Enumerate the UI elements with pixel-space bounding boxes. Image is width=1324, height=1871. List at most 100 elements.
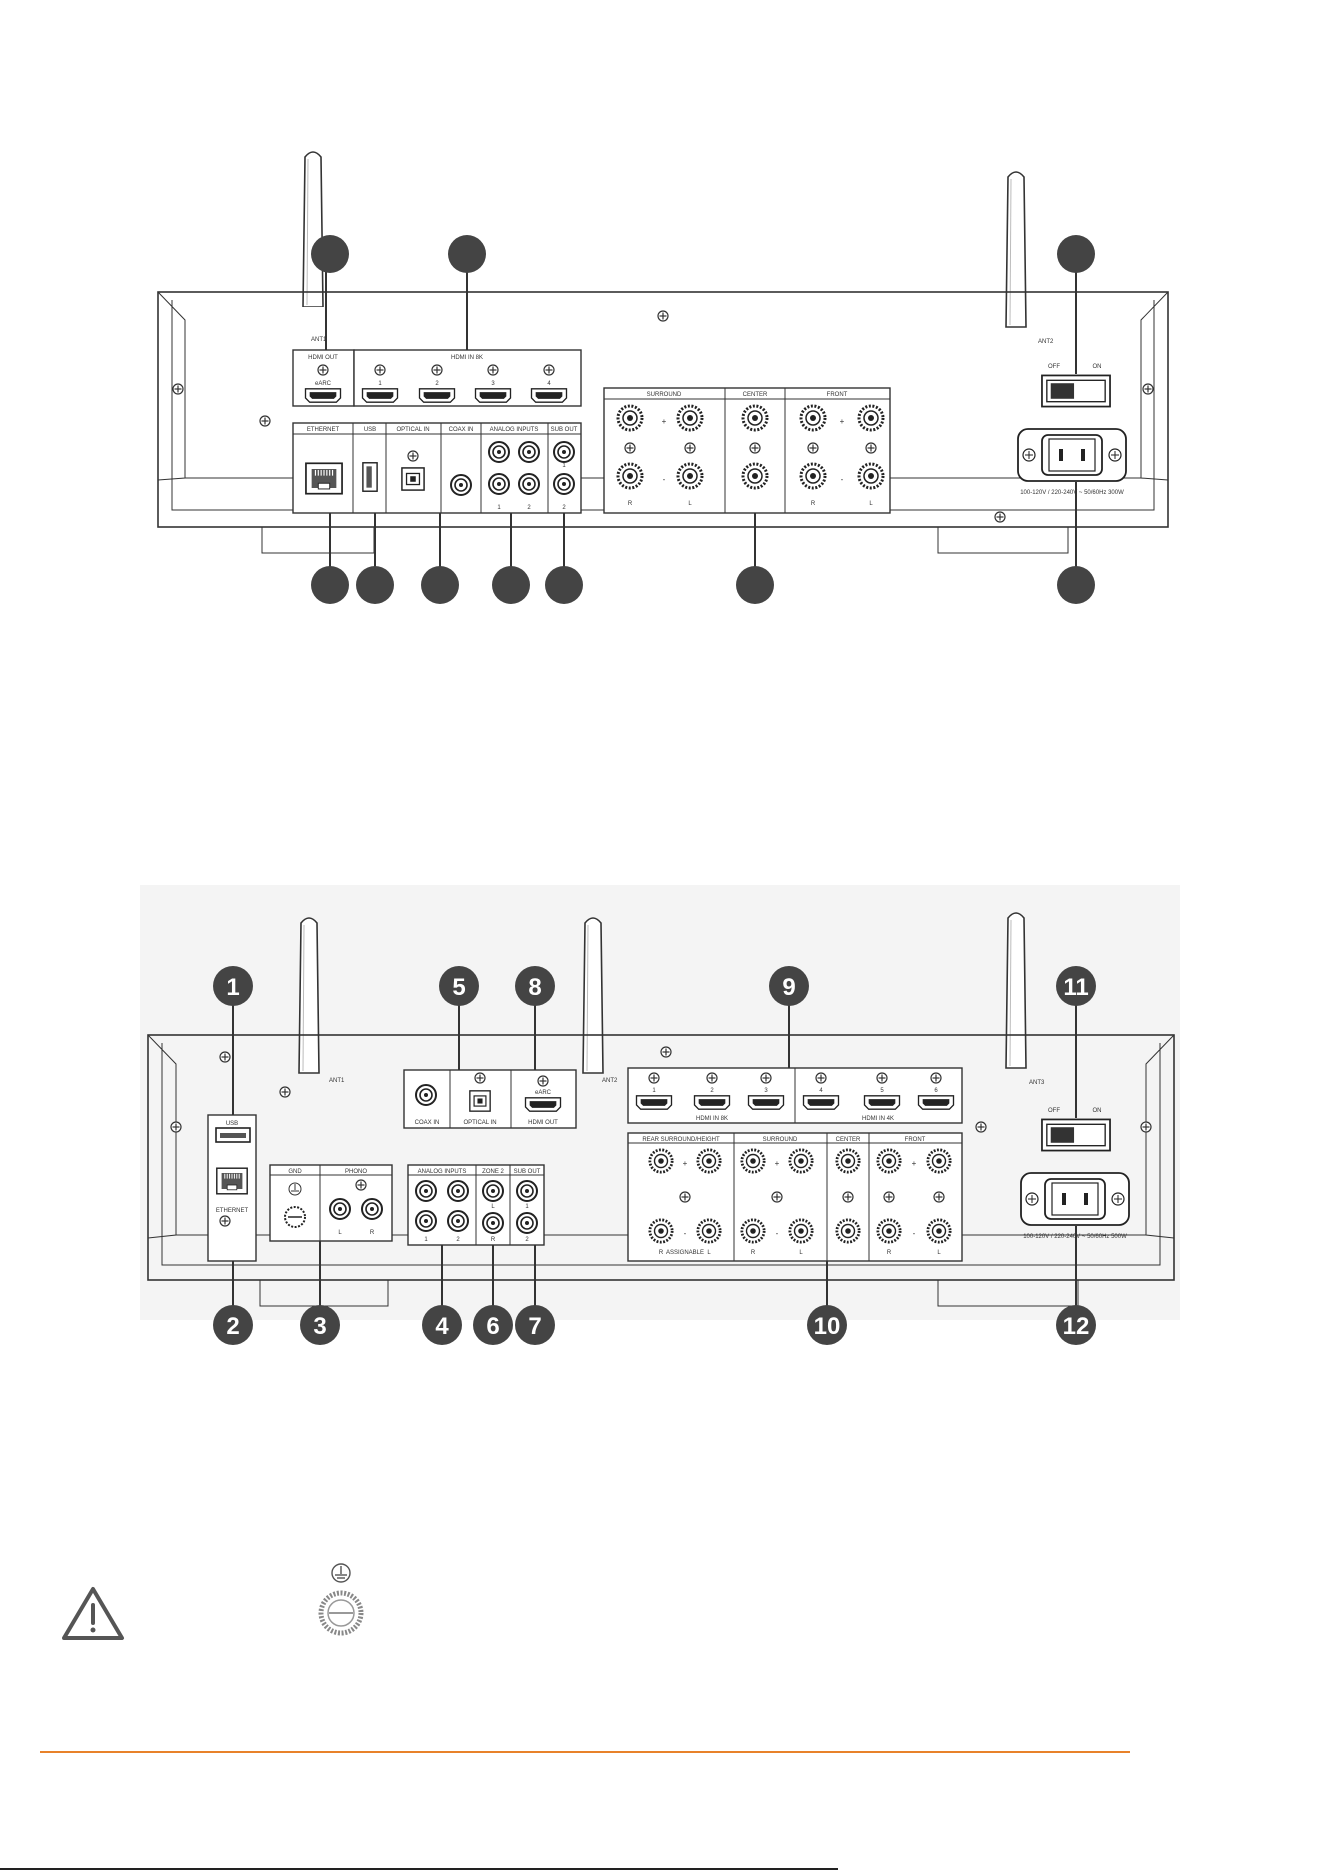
- binding-post-icon[interactable]: [696, 1148, 722, 1174]
- hdmi-port-icon[interactable]: [802, 1095, 840, 1110]
- optical-port-icon[interactable]: [401, 467, 425, 491]
- rca-jack-icon[interactable]: [447, 1210, 469, 1232]
- hdmi-port-icon[interactable]: [304, 388, 342, 403]
- binding-post-icon[interactable]: [696, 1218, 722, 1244]
- antenna-label: ANT3: [1029, 1080, 1045, 1086]
- chassis-outline: [147, 1034, 1175, 1281]
- rca-jack-icon[interactable]: [516, 1180, 538, 1202]
- ethernet-port-icon[interactable]: [216, 1167, 248, 1195]
- minus-sign: -: [684, 1229, 687, 1238]
- binding-post-icon[interactable]: [616, 462, 644, 490]
- hdmi-port-icon[interactable]: [863, 1095, 901, 1110]
- binding-post-icon[interactable]: [740, 1218, 766, 1244]
- binding-post-icon[interactable]: [648, 1148, 674, 1174]
- binding-post-icon[interactable]: [926, 1148, 952, 1174]
- usb-port-icon[interactable]: [362, 461, 378, 493]
- rca-jack-icon[interactable]: [482, 1212, 504, 1234]
- coax-port-icon[interactable]: [415, 1084, 437, 1106]
- rca-jack-icon[interactable]: [488, 441, 510, 463]
- hdmi-port-icon[interactable]: [747, 1095, 785, 1110]
- callout-9: 9: [769, 966, 809, 1006]
- binding-post-icon[interactable]: [616, 404, 644, 432]
- screw-icon: [648, 1072, 660, 1084]
- power-switch[interactable]: [1041, 1118, 1111, 1152]
- screw-icon: [219, 1051, 231, 1063]
- callout-6: 6: [473, 1305, 513, 1345]
- rca-jack-icon[interactable]: [553, 441, 575, 463]
- binding-post-icon[interactable]: [835, 1218, 861, 1244]
- binding-post-icon[interactable]: [676, 462, 704, 490]
- ethernet-port-icon[interactable]: [305, 462, 343, 495]
- rca-jack-icon[interactable]: [516, 1212, 538, 1234]
- rca-jack-icon[interactable]: [415, 1180, 437, 1202]
- binding-post-icon[interactable]: [876, 1218, 902, 1244]
- switch-on-label: ON: [1093, 364, 1102, 370]
- screw-icon: [975, 1121, 987, 1133]
- analog-sub-label: 1: [497, 505, 501, 511]
- screw-icon: [771, 1191, 783, 1203]
- phono-sub-label: R: [370, 1230, 375, 1236]
- rca-jack-icon[interactable]: [518, 441, 540, 463]
- optical-label: OPTICAL IN: [463, 1120, 496, 1126]
- screw-icon: [706, 1072, 718, 1084]
- binding-post-icon[interactable]: [857, 404, 885, 432]
- power-inlet-icon[interactable]: [1020, 1172, 1130, 1226]
- hdmi-port-icon[interactable]: [917, 1095, 955, 1110]
- rca-jack-icon[interactable]: [553, 473, 575, 495]
- hdmi-port-number: 2: [435, 381, 439, 387]
- hdmi-port-icon[interactable]: [635, 1095, 673, 1110]
- rca-jack-icon[interactable]: [488, 473, 510, 495]
- antenna-icon: [581, 916, 605, 1075]
- front-header: FRONT: [827, 392, 848, 398]
- hdmi-port-icon[interactable]: [524, 1097, 562, 1112]
- ethernet-label: ETHERNET: [216, 1208, 249, 1214]
- surround-sub-label: L: [799, 1250, 803, 1256]
- hdmi-port-number: 4: [819, 1088, 823, 1094]
- binding-post-icon[interactable]: [741, 404, 769, 432]
- rca-jack-icon[interactable]: [361, 1198, 383, 1220]
- power-inlet-icon[interactable]: [1017, 428, 1127, 482]
- ground-symbol-icon: [331, 1563, 351, 1583]
- minus-sign: -: [776, 1229, 779, 1238]
- callout-12: 12: [1056, 1305, 1096, 1345]
- sub-out-label: 1: [525, 1204, 529, 1210]
- callout-10: 10: [807, 1305, 847, 1345]
- antenna-icon: [297, 916, 321, 1075]
- rca-jack-icon[interactable]: [518, 473, 540, 495]
- callout-number: 3: [313, 1313, 326, 1340]
- callout-number: 7: [528, 1313, 541, 1340]
- binding-post-icon[interactable]: [857, 462, 885, 490]
- rca-jack-icon[interactable]: [447, 1180, 469, 1202]
- screw-icon: [374, 364, 386, 376]
- gnd-label: GND: [288, 1169, 302, 1175]
- rca-jack-icon[interactable]: [329, 1198, 351, 1220]
- analog-header: ANALOG INPUTS: [490, 427, 539, 433]
- binding-post-icon[interactable]: [876, 1148, 902, 1174]
- binding-post-icon[interactable]: [835, 1148, 861, 1174]
- hdmi-port-icon[interactable]: [530, 388, 568, 403]
- hdmi-port-icon[interactable]: [693, 1095, 731, 1110]
- callout-marker: [356, 566, 394, 604]
- callout-4: 4: [422, 1305, 462, 1345]
- binding-post-icon[interactable]: [741, 462, 769, 490]
- rca-jack-icon[interactable]: [482, 1180, 504, 1202]
- binding-post-icon[interactable]: [788, 1218, 814, 1244]
- coax-port-icon[interactable]: [450, 474, 472, 496]
- rca-jack-icon[interactable]: [415, 1210, 437, 1232]
- binding-post-icon[interactable]: [740, 1148, 766, 1174]
- binding-post-icon[interactable]: [676, 404, 704, 432]
- hdmi-port-icon[interactable]: [418, 388, 456, 403]
- callout-marker: [545, 566, 583, 604]
- hdmi-out-earc-label: eARC: [315, 381, 332, 387]
- screw-icon: [474, 1072, 486, 1084]
- binding-post-icon[interactable]: [788, 1148, 814, 1174]
- screw-icon: [317, 364, 329, 376]
- hdmi-port-icon[interactable]: [474, 388, 512, 403]
- binding-post-icon[interactable]: [926, 1218, 952, 1244]
- power-switch[interactable]: [1041, 374, 1111, 408]
- binding-post-icon[interactable]: [799, 462, 827, 490]
- binding-post-icon[interactable]: [648, 1218, 674, 1244]
- binding-post-icon[interactable]: [799, 404, 827, 432]
- optical-port-icon[interactable]: [469, 1090, 491, 1112]
- hdmi-port-icon[interactable]: [361, 388, 399, 403]
